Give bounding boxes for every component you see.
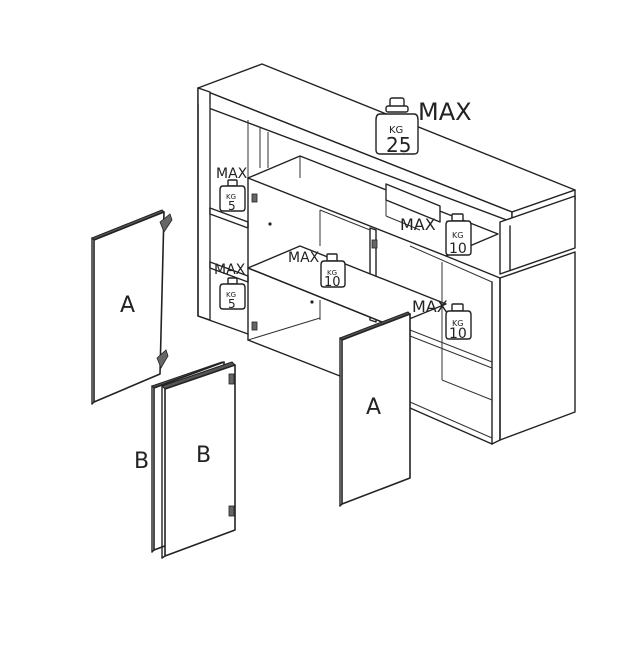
weight-top-value: 25 <box>386 133 411 157</box>
left-side-panel <box>197 87 211 321</box>
weight-middle-value: 10 <box>324 275 341 290</box>
weight-lower-left-icon: KG 5 <box>219 277 246 311</box>
hinge-icon <box>159 213 173 233</box>
weight-upper-left-kg: KG <box>226 193 236 201</box>
weight-top-max: MAX <box>418 98 472 126</box>
hinge-icon <box>228 505 235 517</box>
weight-upper-left-icon: KG 5 <box>219 179 246 213</box>
weight-top-icon: KG 25 <box>375 97 419 157</box>
weight-right-shelf-kg: KG <box>452 319 463 328</box>
weight-lower-left-max: MAX <box>214 262 246 278</box>
weight-upper-middle-kg: KG <box>452 231 463 240</box>
weight-upper-left-max: MAX <box>216 166 248 182</box>
weight-right-shelf-max: MAX <box>412 297 448 316</box>
door-b-front: B <box>161 361 236 559</box>
hinge-icon <box>228 373 235 385</box>
weight-upper-middle-value: 10 <box>449 241 467 257</box>
weight-middle-kg: KG <box>327 269 337 277</box>
cabinet-hinge-icon <box>251 193 258 203</box>
cabinet-hinge-icon <box>371 239 378 249</box>
cabinet-hinge-icon <box>251 321 258 331</box>
weight-upper-middle-icon: KG 10 <box>445 213 472 257</box>
weight-right-shelf-value: 10 <box>449 326 467 342</box>
drawer-front <box>499 195 576 275</box>
right-side-panel <box>499 251 576 441</box>
door-b-front-label: B <box>196 443 211 468</box>
door-a-left: A <box>91 209 173 405</box>
weight-upper-middle-max: MAX <box>400 215 436 234</box>
weight-middle-max: MAX <box>288 250 320 266</box>
door-a-left-label: A <box>120 293 135 318</box>
door-a-right-label: A <box>366 395 381 420</box>
door-a-right: A <box>339 311 411 507</box>
middle-top-board <box>247 155 499 257</box>
weight-lower-left-kg: KG <box>226 291 236 299</box>
door-b-back-label: B <box>134 449 149 474</box>
weight-middle-icon: KG 10 <box>320 253 346 290</box>
weight-right-shelf-icon: KG 10 <box>445 303 472 342</box>
weight-lower-left-value: 5 <box>228 297 236 311</box>
weight-upper-left-value: 5 <box>228 199 236 213</box>
weight-top-kg: KG <box>389 125 403 136</box>
hinge-icon <box>156 349 169 369</box>
